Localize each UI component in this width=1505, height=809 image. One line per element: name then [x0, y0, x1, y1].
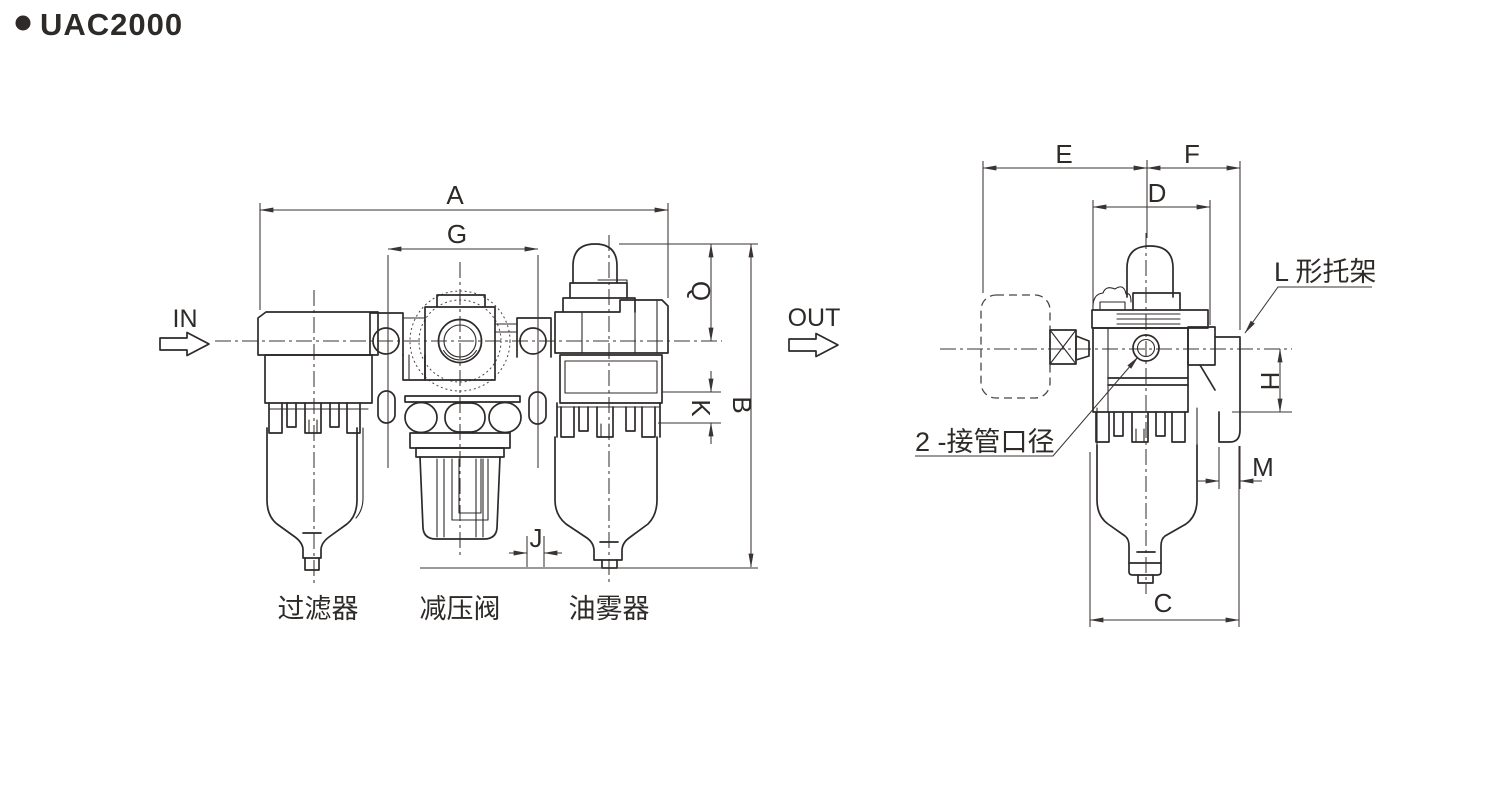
outlet-connector: [516, 317, 552, 358]
lubricator-ribs: [560, 406, 656, 438]
gauge-valve-cross-icon: [1049, 329, 1077, 365]
lubricator-collar: [556, 402, 661, 438]
dim-label-g: G: [447, 219, 467, 249]
bracket-callout-label: L 形托架: [1274, 257, 1377, 287]
regulator-knob: [419, 456, 501, 540]
inlet-connector: [369, 312, 404, 356]
dim-B: B: [420, 243, 758, 569]
dim-label-c: C: [1154, 588, 1173, 618]
side-drain-cock: [1137, 574, 1154, 584]
dim-E: E: [982, 139, 1148, 293]
flow-in-label: IN: [173, 305, 198, 333]
filter-unit: [257, 311, 379, 571]
title-block: UAC2000: [15, 7, 183, 42]
dim-M: M: [1197, 446, 1274, 489]
dim-D: D: [1092, 178, 1211, 325]
title-bullet-icon: [15, 15, 31, 31]
side-bowl: [1096, 444, 1198, 564]
filter-drain-cock: [304, 557, 320, 571]
pressure-gauge-phantom: [980, 294, 1051, 399]
dim-A: A: [259, 180, 669, 310]
l-bracket: [1214, 336, 1241, 443]
label-filter: 过滤器: [278, 594, 359, 624]
sight-glass: [559, 354, 663, 404]
callout-bracket: L 形托架: [1244, 257, 1377, 334]
filter-head: [264, 354, 373, 404]
lubricator-unit: [554, 243, 669, 569]
lubricator-neck: [562, 297, 636, 313]
knob-collar: [415, 447, 505, 458]
lubricator-cap-base: [569, 282, 628, 299]
dim-C: C: [1089, 446, 1240, 627]
lubricator-head: [554, 299, 669, 354]
dim-label-a: A: [446, 180, 464, 210]
left-joint-plate: [402, 354, 426, 381]
dim-label-h: H: [1255, 372, 1285, 391]
regulator-top-boss: [436, 294, 486, 308]
port-size-callout-label: 2 -接管口径: [915, 427, 1055, 457]
flow-out-arrow-icon: [788, 332, 839, 358]
dim-label-j: J: [530, 523, 543, 553]
dim-label-q: Q: [686, 281, 716, 301]
bonnet-block: [1132, 292, 1181, 311]
filter-flange: [257, 311, 379, 356]
side-drain-plate: [1128, 562, 1162, 576]
regulator-lower-center-lobe: [444, 402, 486, 433]
dim-label-m: M: [1252, 452, 1274, 482]
dim-Q: Q: [619, 243, 758, 342]
side-dome-cap: [1126, 245, 1174, 298]
regulator-lower-plate: [404, 395, 521, 403]
regulator-knob-phantom-circle: [409, 290, 511, 392]
callout-port-size: 2 -接管口径: [915, 356, 1139, 457]
dim-J: J: [509, 523, 562, 567]
out-flange: [1187, 326, 1216, 366]
side-body: [980, 245, 1241, 584]
regulator-lower-right-lobe: [488, 401, 522, 434]
outlet-connector-circle: [519, 327, 547, 355]
port-hole-inner: [1136, 338, 1156, 358]
label-lubricator: 油雾器: [569, 594, 650, 624]
dim-label-k: K: [686, 399, 716, 417]
side-ribs: [1095, 411, 1186, 443]
dim-label-e: E: [1055, 139, 1072, 169]
flow-out-label: OUT: [788, 304, 841, 332]
dim-label-d: D: [1148, 178, 1167, 208]
dim-H: H: [1232, 348, 1292, 413]
dim-F: F: [1146, 139, 1241, 330]
dim-G: G: [387, 219, 539, 468]
dim-label-b: B: [727, 396, 757, 413]
dim-label-f: F: [1184, 139, 1200, 169]
side-main-body: [1092, 327, 1189, 413]
inlet-connector-circle: [372, 327, 400, 355]
lubricator-dome-cap: [572, 243, 618, 284]
side-view: E F D H M C: [915, 139, 1377, 627]
bonnet-scallops: [1092, 286, 1132, 311]
page-title: UAC2000: [40, 7, 183, 42]
filter-bowl: [266, 427, 358, 559]
flow-in-arrow-icon: [159, 331, 210, 357]
gauge-stem: [1075, 335, 1090, 361]
mounting-slot-left: [377, 390, 396, 424]
regulator-unit: [369, 290, 552, 540]
lubricator-bowl: [554, 436, 658, 561]
dim-K: K: [658, 371, 721, 444]
regulator-port-circle: [437, 318, 483, 364]
front-view: IN OUT: [159, 180, 841, 624]
regulator-lower-left-lobe: [404, 401, 438, 434]
label-regulator: 减压阀: [420, 594, 501, 624]
port-hole-outer: [1132, 334, 1160, 362]
